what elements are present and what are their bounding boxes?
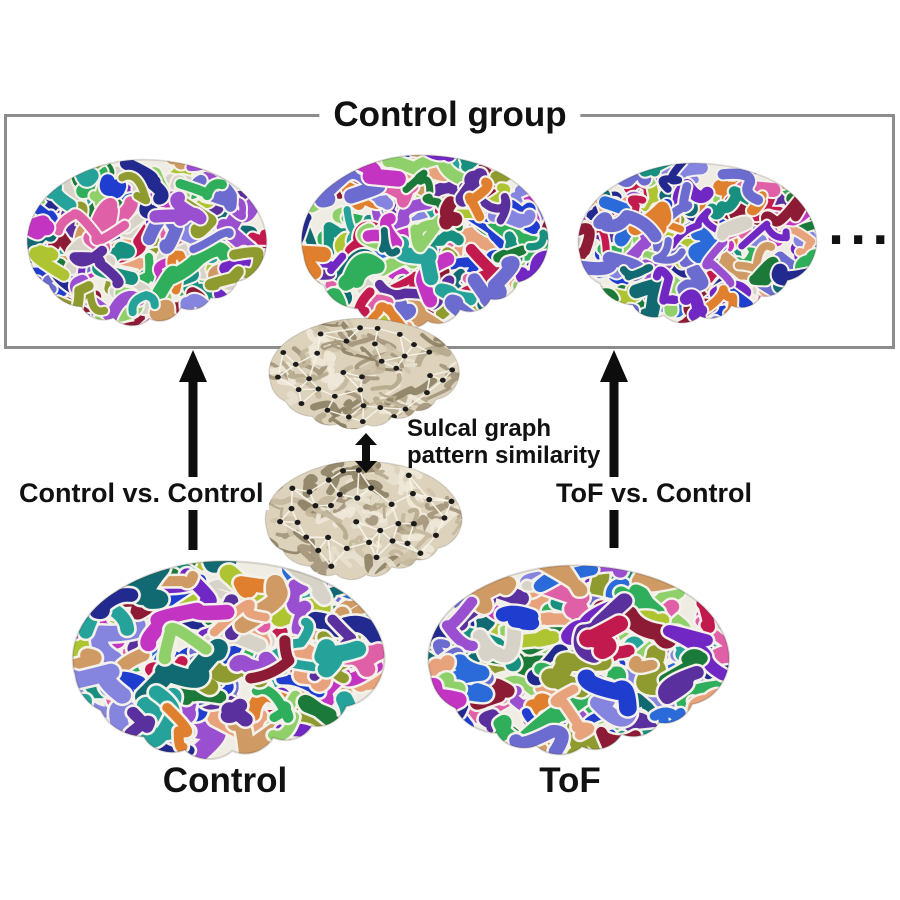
similarity-label-line2: pattern similarity (407, 441, 601, 469)
control-group-brain-2-image (290, 142, 562, 336)
tof-vs-control-label: ToF vs. Control (551, 477, 757, 510)
control-group-brain-3-image (567, 151, 830, 330)
control-subject-label: Control (162, 761, 288, 800)
control-vs-control-label: Control vs. Control (14, 477, 269, 510)
more-subjects-ellipsis: ... (828, 192, 895, 257)
similarity-label-line1: Sulcal graph (407, 415, 552, 442)
sulcal-graph-brain-lower-image (256, 452, 473, 585)
similarity-label: Sulcal graph pattern similarity (407, 415, 601, 470)
tof-vs-control-up-arrow-icon (600, 350, 628, 548)
control-group-brain-1-image (16, 147, 280, 333)
control-subject-brain-image (58, 546, 402, 768)
tof-subject-brain-image (414, 551, 746, 763)
similarity-double-arrow-icon (355, 433, 377, 473)
tof-subject-label: ToF (539, 761, 601, 800)
control-group-title: Control group (319, 97, 581, 132)
sulcal-graph-brain-upper-image (260, 310, 470, 434)
control-vs-control-up-arrow-icon (179, 350, 207, 550)
